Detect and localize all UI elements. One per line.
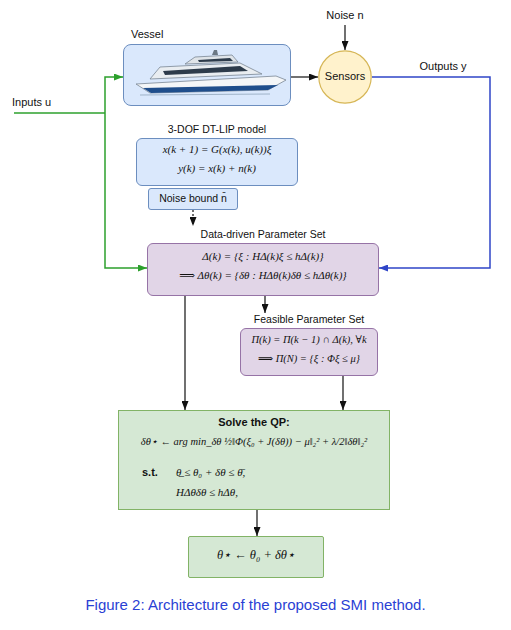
- noise-arrow: [344, 25, 345, 50]
- flow-arrow: [256, 510, 257, 536]
- ship-mast: [212, 50, 218, 55]
- node-label: Noise bound n̄: [148, 192, 238, 205]
- feasible-set-box: Feasible Parameter SetΠ(k) = Π(k − 1) ∩ …: [240, 313, 378, 376]
- signal-label: Outputs y: [405, 60, 481, 74]
- equation-text: δθ⋆ ← arg min_δθ ½‖Φ(ξ₀ + J(δθ)) − μ‖₂² …: [122, 435, 386, 448]
- signal-label: Noise n: [318, 9, 372, 23]
- ship-bridge: [185, 55, 238, 64]
- constraint-keyword: s.t.: [142, 466, 174, 480]
- flow-arrow: [291, 76, 318, 77]
- node-heading: Solve the QP:: [118, 416, 390, 430]
- flow-arrow: [264, 296, 265, 313]
- cabin-windows: [163, 66, 248, 75]
- bridge-windows: [198, 58, 233, 62]
- model-box: 3-DOF DT-LIP model x(k + 1) = G(x(k), u(k…: [136, 122, 298, 186]
- vessel-illustration: [136, 50, 286, 95]
- box-outline: [123, 44, 291, 106]
- node-label: Sensors: [318, 70, 372, 84]
- flow-arrow: [342, 376, 343, 410]
- vessel-box: Vessel: [123, 28, 291, 106]
- equation-text: Δ(k) = {ξ : HΔ(k)ξ ≤ hΔ(k)}: [147, 250, 379, 264]
- input-wire: [105, 77, 123, 113]
- result-box: θ⋆ ← θ₀ + δθ⋆: [188, 536, 324, 578]
- signal-label: Inputs u: [12, 96, 92, 110]
- equation-text: Π(k) = Π(k − 1) ∩ Δ(k), ∀k: [240, 333, 378, 346]
- sensor-circle: Sensors: [318, 50, 372, 104]
- ship-cabin: [150, 63, 262, 79]
- input-wire: [14, 112, 105, 114]
- flow-arrow: [192, 210, 193, 226]
- equation-text: HΔθδθ ≤ hΔθ,: [176, 486, 376, 500]
- figure-caption: Figure 2: Architecture of the proposed S…: [0, 596, 511, 615]
- flow-arrow: [184, 296, 185, 410]
- node-heading: Feasible Parameter Set: [240, 313, 378, 326]
- equation-text: ⟹ Π(N) = {ξ : Φξ ≤ μ}: [240, 352, 378, 365]
- water-line: [140, 94, 270, 95]
- node-heading: 3-DOF DT-LIP model: [136, 123, 298, 136]
- noise-bound-box: Noise bound n̄: [148, 188, 238, 210]
- input-wire: [105, 113, 147, 268]
- flow-arrow: [372, 77, 490, 268]
- ship-hull: [136, 76, 286, 93]
- qp-box: Solve the QP: δθ⋆ ← arg min_δθ ½‖Φ(ξ₀ + J…: [118, 410, 390, 510]
- node-heading: Data-driven Parameter Set: [147, 228, 379, 241]
- parameter-set-box: Data-driven Parameter SetΔ(k) = {ξ : HΔ(…: [147, 226, 379, 296]
- equation-text: ⟹ Δθ(k) = {δθ : HΔθ(k)δθ ≤ hΔθ(k)}: [147, 269, 379, 283]
- hull-stripe: [143, 85, 278, 93]
- equation-text: θ⋆ ← θ₀ + δθ⋆: [188, 548, 324, 564]
- circle-outline: [319, 51, 371, 103]
- equation-text: x(k + 1) = G(x(k), u(k))ξ: [136, 143, 298, 157]
- equation-text: y(k) = x(k) + n(k): [136, 162, 298, 176]
- node-heading: Vessel: [131, 28, 231, 42]
- equation-text: θ̲ ≤ θ₀ + δθ ≤ θ̄,: [176, 466, 376, 480]
